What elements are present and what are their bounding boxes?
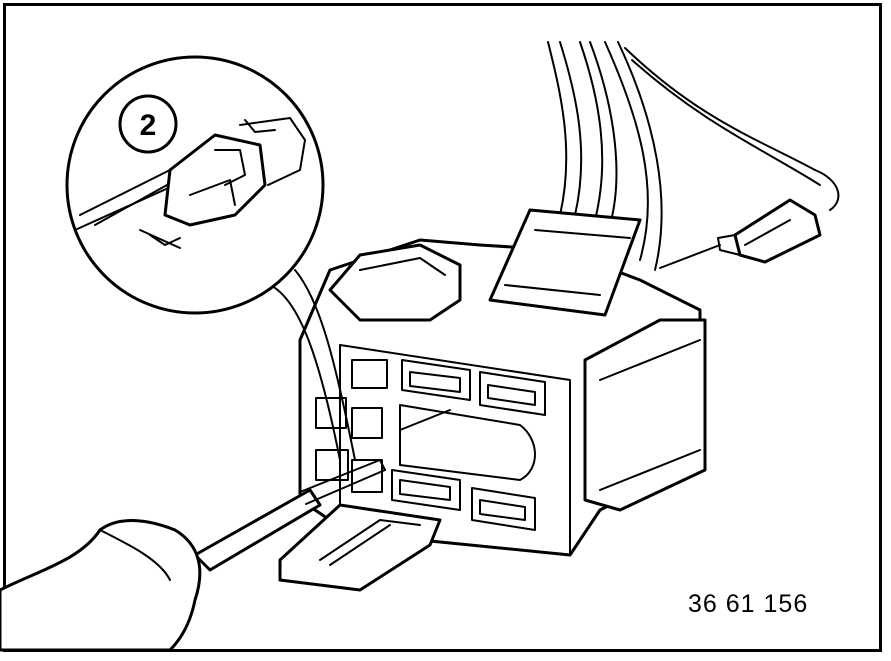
callout-number: 2: [140, 109, 157, 142]
hand: [0, 519, 202, 652]
detail-magnifier: [65, 55, 325, 315]
leader-line: [269, 269, 356, 461]
screwdriver: [193, 459, 386, 572]
reference-number: 36 61 156: [688, 590, 809, 618]
callout-badge: 2: [118, 94, 178, 154]
locking-slide: [278, 503, 442, 592]
wire-bundle: [547, 41, 840, 271]
wire-plug: [659, 198, 822, 269]
connector-housing: [298, 208, 707, 557]
terminal-cavities: [315, 359, 546, 531]
